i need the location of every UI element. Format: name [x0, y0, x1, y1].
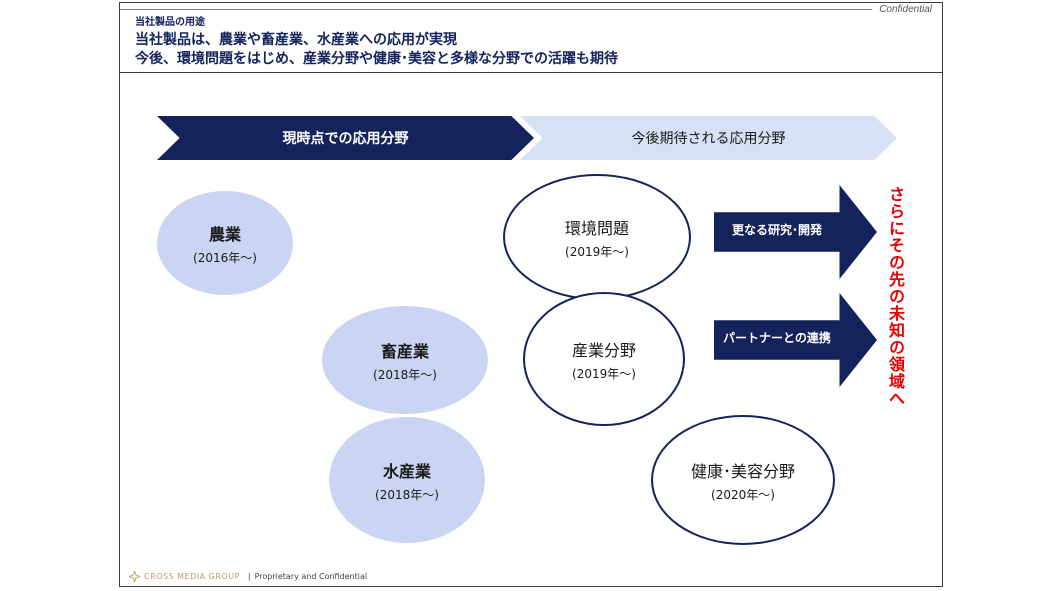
headline-line-2: 今後、環境問題をはじめ、産業分野や健康･美容と多様な分野での活躍も期待	[135, 51, 618, 67]
field-environment: 環境問題 (2019年～)	[503, 174, 691, 300]
field-name: 農業	[208, 224, 241, 244]
field-fisheries: 水産業 (2018年～)	[329, 417, 485, 543]
footer-separator: |	[247, 572, 251, 581]
field-name: 環境問題	[564, 218, 629, 238]
field-name: 健康･美容分野	[690, 461, 795, 481]
field-name: 畜産業	[380, 341, 429, 361]
current-phase-label: 現時点での応用分野	[282, 131, 409, 147]
field-year: (2020年～)	[711, 487, 775, 502]
section-label: 当社製品の用途	[135, 17, 205, 28]
field-agriculture: 農業 (2016年～)	[157, 191, 293, 295]
partnership-arrow: パートナーとの連携	[714, 293, 877, 387]
field-health-beauty: 健康･美容分野 (2020年～)	[651, 415, 835, 545]
headline: 当社製品は、農業や畜産業、水産業への応用が実現 今後、環境問題をはじめ、産業分野…	[135, 31, 618, 69]
field-year: (2018年～)	[375, 487, 439, 502]
unknown-frontier-text: さらにその先の未知の領域へ	[886, 186, 905, 407]
field-name: 水産業	[382, 461, 431, 481]
footer: CROSS MEDIA GROUP | Proprietary and Conf…	[129, 571, 367, 582]
slide: Confidential 当社製品の用途 当社製品は、農業や畜産業、水産業への応…	[119, 2, 943, 587]
field-year: (2019年～)	[565, 244, 629, 259]
research-development-label: 更なる研究･開発	[731, 223, 822, 237]
company-name: CROSS MEDIA GROUP	[144, 572, 240, 581]
cross-media-logo-icon	[129, 571, 140, 582]
field-year: (2019年～)	[572, 366, 636, 381]
research-development-arrow: 更なる研究･開発	[714, 185, 877, 279]
field-industry: 産業分野 (2019年～)	[523, 292, 685, 426]
field-year: (2018年～)	[373, 367, 437, 382]
top-rule	[120, 9, 872, 10]
field-name: 産業分野	[571, 340, 636, 360]
field-livestock: 畜産業 (2018年～)	[322, 306, 488, 414]
partnership-label: パートナーとの連携	[723, 331, 831, 345]
future-phase-label: 今後期待される応用分野	[631, 131, 786, 147]
field-year: (2016年～)	[193, 250, 257, 265]
future-phase-banner: 今後期待される応用分野	[520, 116, 897, 160]
header-divider	[120, 72, 942, 73]
current-phase-banner: 現時点での応用分野	[157, 116, 534, 160]
confidential-label: Confidential	[879, 4, 932, 15]
footer-text: Proprietary and Confidential	[254, 572, 368, 581]
headline-line-1: 当社製品は、農業や畜産業、水産業への応用が実現	[135, 32, 457, 48]
